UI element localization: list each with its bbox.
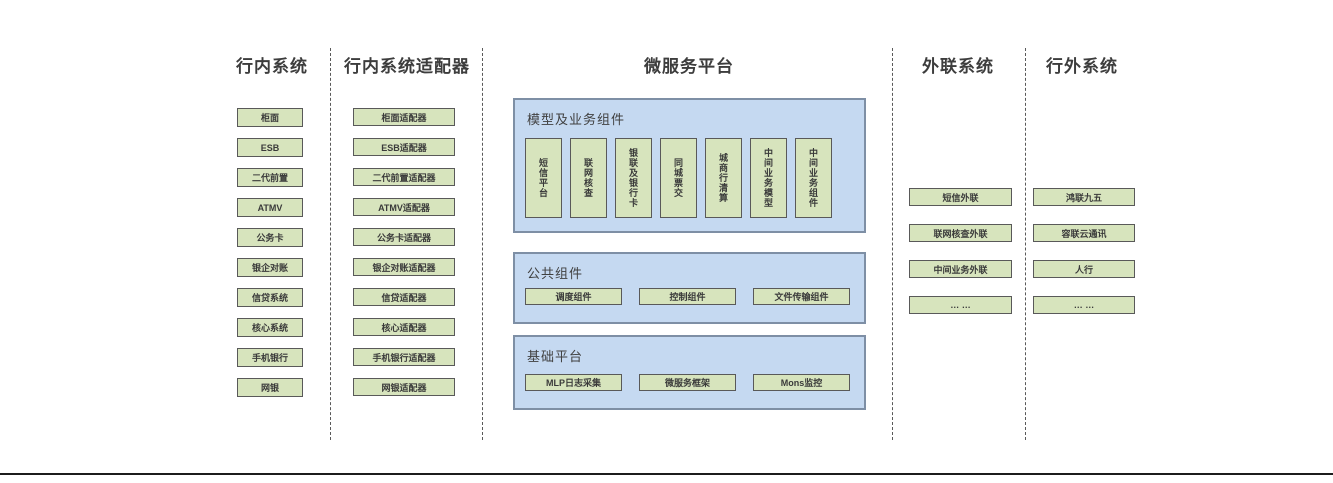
business-component-box: 中间业务模型 [750,138,787,218]
common-component-box: 文件传输组件 [753,288,850,305]
panel-title: 公共组件 [527,266,584,281]
external-system-box: 容联云通讯 [1033,224,1135,242]
column-header-microservice-platform: 微服务平台 [644,57,734,76]
system-box: ATMV [237,198,303,217]
external-system-box: … … [1033,296,1135,314]
column-header-in-bank-system-adapters: 行内系统适配器 [344,57,470,76]
business-component-box: 短信平台 [525,138,562,218]
platform-component-box: MLP日志采集 [525,374,622,391]
common-components-panel: 公共组件 调度组件控制组件文件传输组件 [513,252,866,324]
external-system-box: 鸿联九五 [1033,188,1135,206]
bottom-divider-line [0,473,1333,475]
adapter-box: 二代前置适配器 [353,168,455,186]
in-bank-adapters-list: 柜面适配器 ESB适配器二代前置适配器 ATMV适配器公务卡适配器银企对账适配器信贷… [353,108,455,396]
adapter-box: ESB适配器 [353,138,455,156]
external-link-box: … … [909,296,1012,314]
common-component-box: 调度组件 [525,288,622,305]
column-divider [892,48,893,440]
model-business-components-panel: 模型及业务组件 短信平台联网核查银联及银行卡同城票交城商行清算中间业务模型中间业… [513,98,866,233]
adapter-box: ATMV适配器 [353,198,455,216]
system-box: 二代前置 [237,168,303,187]
system-box: 银企对账 [237,258,303,277]
column-header-out-of-bank-systems: 行外系统 [1046,57,1118,76]
external-system-box: 人行 [1033,260,1135,278]
platform-component-box: 微服务框架 [639,374,736,391]
column-divider [330,48,331,440]
external-link-box: 中间业务外联 [909,260,1012,278]
adapter-box: 手机银行适配器 [353,348,455,366]
system-box: 网银 [237,378,303,397]
system-box: 公务卡 [237,228,303,247]
adapter-box: 网银适配器 [353,378,455,396]
column-divider [1025,48,1026,440]
external-link-box: 联网核查外联 [909,224,1012,242]
adapter-box: 信贷适配器 [353,288,455,306]
common-component-box: 控制组件 [639,288,736,305]
external-link-systems-list: 短信外联联网核查外联中间业务外联 … … [909,188,1012,314]
column-divider [482,48,483,440]
adapter-box: 公务卡适配器 [353,228,455,246]
business-component-box: 银联及银行卡 [615,138,652,218]
adapter-box: 银企对账适配器 [353,258,455,276]
adapter-box: 柜面适配器 [353,108,455,126]
business-component-box: 联网核查 [570,138,607,218]
adapter-box: 核心适配器 [353,318,455,336]
in-bank-systems-list: 柜面 ESB 二代前置 ATMV 公务卡银企对账信贷系统核心系统手机银行网银 [237,108,303,397]
model-business-components-list: 短信平台联网核查银联及银行卡同城票交城商行清算中间业务模型中间业务组件 [525,138,832,218]
panel-title: 基础平台 [527,349,584,364]
system-box: 信贷系统 [237,288,303,307]
business-component-box: 中间业务组件 [795,138,832,218]
system-box: 核心系统 [237,318,303,337]
panel-title: 模型及业务组件 [527,112,626,127]
base-platform-panel: 基础平台 MLP日志采集微服务框架 Mons监控 [513,335,866,410]
common-components-list: 调度组件控制组件文件传输组件 [525,288,850,305]
business-component-box: 城商行清算 [705,138,742,218]
column-header-external-link-systems: 外联系统 [922,57,994,76]
system-box: ESB [237,138,303,157]
system-box: 手机银行 [237,348,303,367]
out-of-bank-systems-list: 鸿联九五容联云通讯人行 … … [1033,188,1135,314]
external-link-box: 短信外联 [909,188,1012,206]
platform-component-box: Mons监控 [753,374,850,391]
column-header-in-bank-systems: 行内系统 [236,57,308,76]
business-component-box: 同城票交 [660,138,697,218]
base-platform-list: MLP日志采集微服务框架 Mons监控 [525,374,850,391]
system-box: 柜面 [237,108,303,127]
